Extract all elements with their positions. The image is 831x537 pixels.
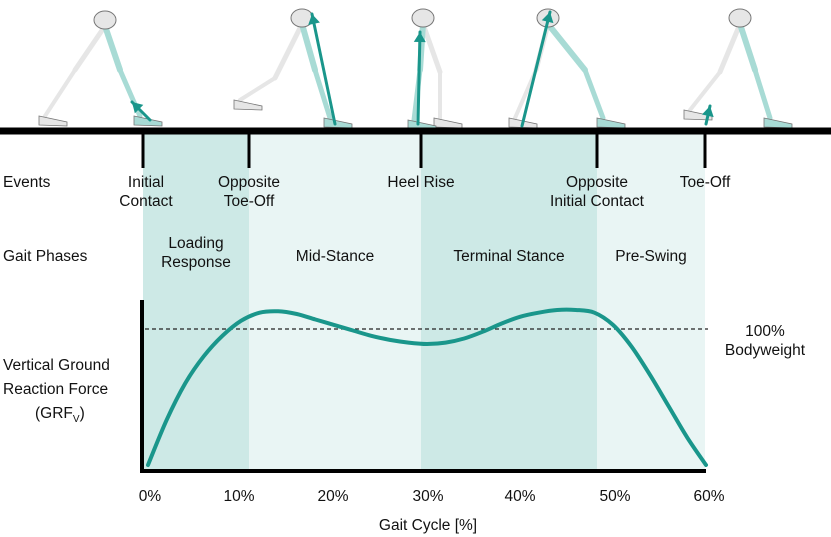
grf-arrow-head xyxy=(413,32,426,43)
bone-segment xyxy=(72,23,108,73)
phase-band xyxy=(421,131,597,471)
skeleton-figures xyxy=(38,8,793,131)
bone-segment xyxy=(717,21,743,75)
grf-arrow-head xyxy=(132,102,144,114)
phase-label-loading-response: Loading Response xyxy=(161,235,231,271)
foot-bone xyxy=(233,99,263,111)
skeleton-figure xyxy=(233,8,353,129)
grf-curve xyxy=(146,307,708,467)
foot-bone xyxy=(323,117,353,129)
phase-bands xyxy=(143,131,705,471)
x-axis-title: Gait Cycle [%] xyxy=(378,517,478,534)
bone-segment xyxy=(416,30,422,126)
x-tick-label: 10% xyxy=(223,488,255,505)
foot-bone xyxy=(596,117,626,129)
grf-row-label-line2: Reaction Force xyxy=(3,381,109,398)
phase-band xyxy=(143,131,249,471)
x-tick-label: 50% xyxy=(599,488,631,505)
skeleton-figure xyxy=(407,8,463,131)
grf-arrow-head xyxy=(701,106,714,118)
x-tick-label: 20% xyxy=(317,488,349,505)
phase-label-pre-swing: Pre-Swing xyxy=(615,248,687,265)
foot-bone xyxy=(38,115,68,127)
bone-segment xyxy=(43,68,77,118)
bone-segment xyxy=(688,70,722,112)
foot-bone xyxy=(133,115,163,127)
grf-arrow-head xyxy=(541,12,554,24)
event-label-toe-off: Toe-Off xyxy=(679,174,731,191)
bone-segment xyxy=(102,23,123,73)
events-row-label: Events xyxy=(3,174,51,191)
foot-bone xyxy=(433,117,463,129)
bone-segment xyxy=(238,76,277,102)
x-tick-label: 30% xyxy=(412,488,444,505)
event-label-initial-contact: Initial Contact xyxy=(119,174,173,210)
phase-band xyxy=(249,131,421,471)
event-label-heel-rise: Heel Rise xyxy=(387,174,455,191)
bodyweight-label: 100% Bodyweight xyxy=(724,323,806,359)
bone-segment xyxy=(520,10,552,128)
skeleton-figure xyxy=(683,8,793,129)
skeleton-figure xyxy=(38,10,163,127)
skeleton-figure xyxy=(508,8,626,129)
bone-segment xyxy=(582,67,606,121)
phase-label-mid-stance: Mid-Stance xyxy=(295,248,375,265)
bone-segment xyxy=(299,21,318,73)
bone-segment xyxy=(272,21,305,81)
phase-band xyxy=(597,131,705,471)
bone-segment xyxy=(310,12,337,126)
grf-symbol-label: (GRFV) xyxy=(35,405,85,426)
bone-segment xyxy=(545,21,588,73)
pelvis-bone xyxy=(728,8,752,28)
x-tick-label: 40% xyxy=(504,488,536,505)
foot-bone xyxy=(763,117,793,129)
phase-label-terminal-stance: Terminal Stance xyxy=(453,248,565,265)
bone-segment xyxy=(420,21,443,75)
bone-segment xyxy=(737,21,758,73)
event-ticks xyxy=(141,131,707,168)
gait-phases-row-label: Gait Phases xyxy=(3,248,88,265)
event-label-opposite-toe-off: Opposite Toe-Off xyxy=(217,174,281,210)
pelvis-bone xyxy=(93,10,117,30)
x-tick-label: 60% xyxy=(693,488,725,505)
bone-segment xyxy=(312,67,333,121)
x-tick-label: 0% xyxy=(138,488,162,505)
grf-arrow-head xyxy=(308,14,320,26)
event-label-opposite-initial-contact: Opposite Initial Contact xyxy=(550,174,644,210)
bone-segment xyxy=(752,67,773,121)
pelvis-bone xyxy=(411,8,435,28)
grf-row-label-line1: Vertical Ground xyxy=(3,357,110,374)
